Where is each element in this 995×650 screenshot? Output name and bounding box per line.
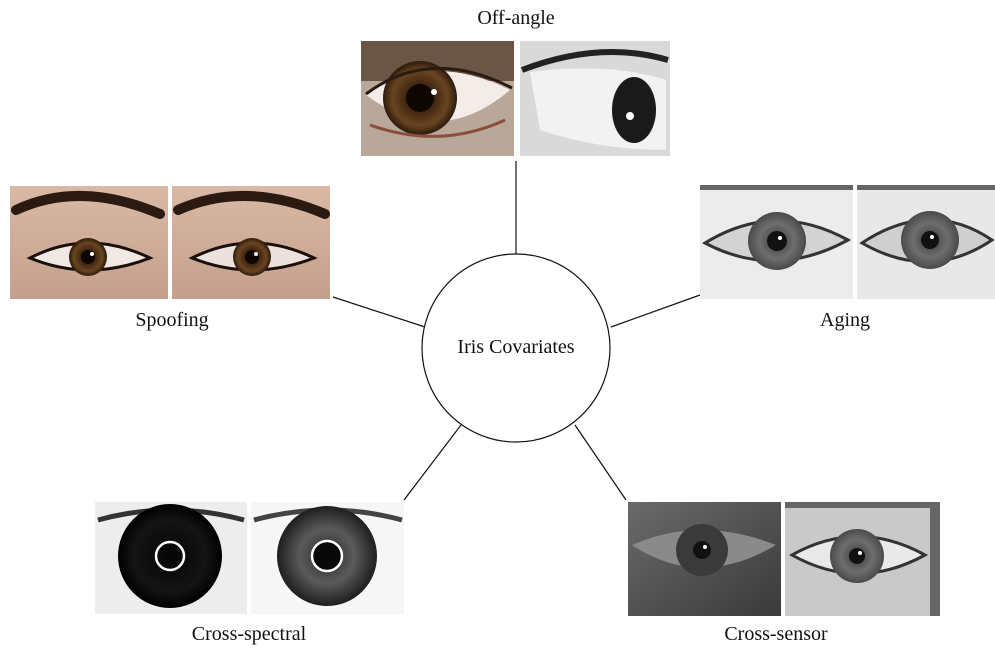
label-cross-spectral: Cross-spectral xyxy=(192,622,306,646)
label-off-angle: Off-angle xyxy=(477,6,554,30)
connector-aging xyxy=(611,295,700,327)
cross-spectral-image-2 xyxy=(251,502,404,614)
off-angle-image-1 xyxy=(361,41,514,156)
label-cross-sensor: Cross-sensor xyxy=(724,622,827,646)
off-angle-image-2 xyxy=(520,41,670,156)
cross-sensor-image-1 xyxy=(628,502,781,616)
spoofing-image-1 xyxy=(10,186,168,299)
connector-cross-spectral xyxy=(404,425,461,500)
connector-spoofing xyxy=(333,297,425,327)
cross-sensor-image-2 xyxy=(785,502,940,616)
cross-spectral-image-1 xyxy=(95,502,247,614)
label-spoofing: Spoofing xyxy=(135,308,208,332)
aging-image-2 xyxy=(857,185,995,299)
spoofing-image-2 xyxy=(172,186,330,299)
center-label: Iris Covariates xyxy=(457,336,574,359)
aging-image-1 xyxy=(700,185,853,299)
label-aging: Aging xyxy=(820,308,870,332)
connector-cross-sensor xyxy=(575,425,626,500)
